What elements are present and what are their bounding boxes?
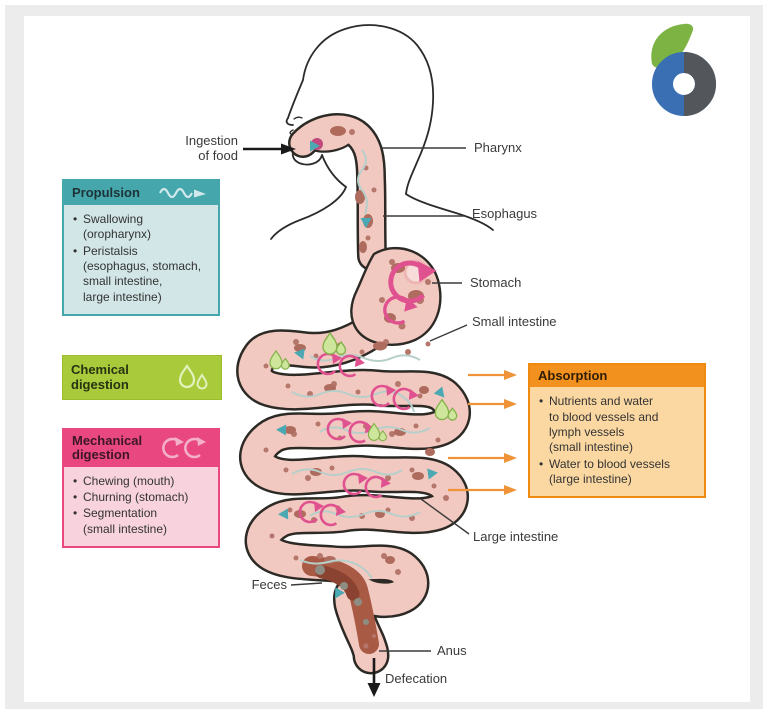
ingestion-arrow	[243, 143, 296, 155]
list-item: Swallowing (oropharynx)	[72, 212, 210, 243]
list-item: Nutrients and water to blood vessels and…	[538, 394, 696, 455]
mechanical-digestion-box: Mechanical digestion Chewing (mouth) Chu…	[62, 428, 220, 549]
list-item: Peristalsis (esophagus, stomach, small i…	[72, 244, 210, 305]
list-item: Chewing (mouth)	[72, 474, 210, 490]
defecation-label: Defecation	[385, 671, 448, 686]
label-pointer-lines	[290, 147, 470, 652]
head-outline	[270, 24, 494, 240]
list-item: Segmentation (small intestine)	[72, 506, 210, 537]
ingestion-of-food-label: Ingestion of food	[185, 133, 238, 163]
chemical-digestion-title: Chemical digestion	[71, 361, 129, 392]
large-intestine-label: Large intestine	[473, 529, 559, 544]
absorption-arrows	[448, 370, 517, 495]
feces-label: Feces	[251, 577, 287, 592]
feces-content	[302, 556, 379, 654]
propulsion-title: Propulsion	[72, 184, 140, 200]
mechanical-items: Chewing (mouth) Churning (stomach) Segme…	[64, 467, 218, 546]
mechanical-digestion-title: Mechanical digestion	[72, 433, 143, 463]
propulsion-items: Swallowing (oropharynx) Peristalsis (eso…	[64, 205, 218, 314]
droplets-icon	[178, 363, 208, 389]
absorption-box: Absorption Nutrients and water to blood …	[528, 363, 706, 499]
absorption-title: Absorption	[538, 368, 608, 383]
small-intestine-label: Small intestine	[472, 314, 557, 329]
pharynx-label: Pharynx	[474, 140, 522, 155]
intestine-tube	[236, 313, 471, 675]
esophagus-label: Esophagus	[472, 206, 538, 221]
absorption-items: Nutrients and water to blood vessels and…	[530, 387, 704, 496]
wave-arrow-icon	[159, 187, 206, 199]
list-item: Water to blood vessels (large intestine)	[538, 457, 696, 488]
propulsion-box: Propulsion Swallowing (oropharynx) Peris…	[62, 179, 220, 317]
list-item: Churning (stomach)	[72, 490, 210, 506]
anus-label: Anus	[437, 643, 467, 658]
defecation-arrow	[367, 658, 381, 697]
food-particles	[263, 129, 449, 649]
stomach-label: Stomach	[470, 275, 522, 290]
chemical-digestion-box: Chemical digestion	[62, 355, 222, 400]
churn-arrows-icon	[162, 437, 206, 459]
b-logo	[651, 23, 716, 116]
